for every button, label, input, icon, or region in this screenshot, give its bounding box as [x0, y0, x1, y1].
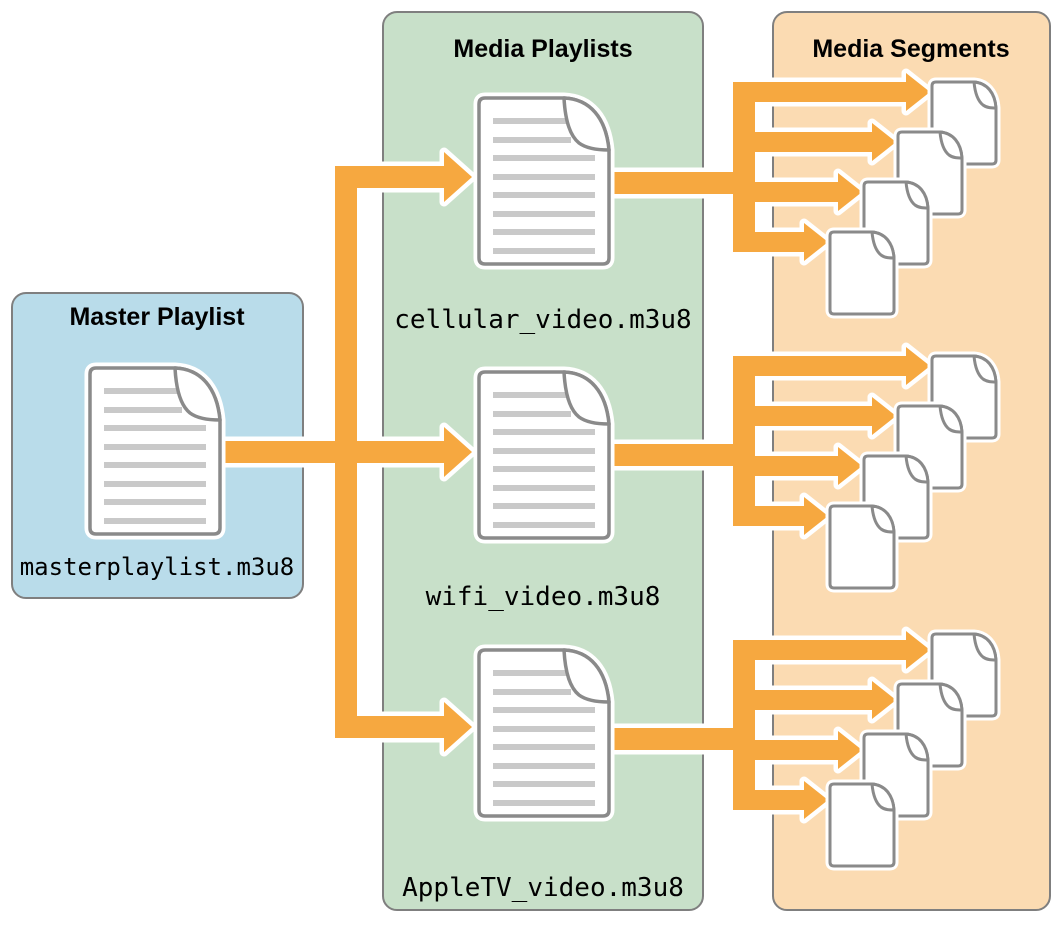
connector-fill-layer [215, 73, 930, 819]
appletv-file-label: AppleTV_video.m3u8 [402, 873, 684, 903]
segment-arrow [733, 123, 896, 161]
segment-arrow [733, 173, 862, 211]
wifi-file-label: wifi_video.m3u8 [426, 582, 661, 612]
cellular-trunk [733, 82, 755, 252]
segment-arrow [733, 73, 930, 111]
wifi-playlist-document-icon [479, 372, 609, 538]
segment-arrow [733, 223, 828, 261]
master-panel-title: Master Playlist [69, 303, 245, 331]
appletv-out-shaft [605, 728, 755, 750]
segment-arrow [733, 781, 828, 819]
cellular-out-shaft [605, 172, 755, 194]
appletv-trunk [733, 640, 755, 810]
playlists-panel-title: Media Playlists [453, 35, 632, 63]
master-trunk [335, 166, 357, 738]
arrow-to-cellular [335, 152, 472, 202]
segment-document-icon [830, 232, 894, 314]
master-file-label: masterplaylist.m3u8 [20, 553, 295, 581]
wifi-trunk [733, 356, 755, 526]
arrow-to-appletv [335, 702, 472, 752]
appletv-playlist-document-icon [479, 650, 609, 816]
cellular-file-label: cellular_video.m3u8 [394, 305, 691, 335]
segment-arrow [733, 447, 862, 485]
segment-document-icon [830, 506, 894, 588]
cellular-playlist-document-icon [479, 98, 609, 264]
segment-arrow [733, 347, 930, 385]
segment-arrow [733, 731, 862, 769]
master-playlist-document-icon [90, 368, 220, 534]
wifi-out-shaft [605, 444, 755, 466]
segment-arrow [733, 681, 896, 719]
segment-document-icon [830, 784, 894, 866]
segment-arrow [733, 631, 930, 669]
segments-panel-title: Media Segments [812, 35, 1009, 63]
segment-arrow [733, 497, 828, 535]
segment-arrow [733, 397, 896, 435]
